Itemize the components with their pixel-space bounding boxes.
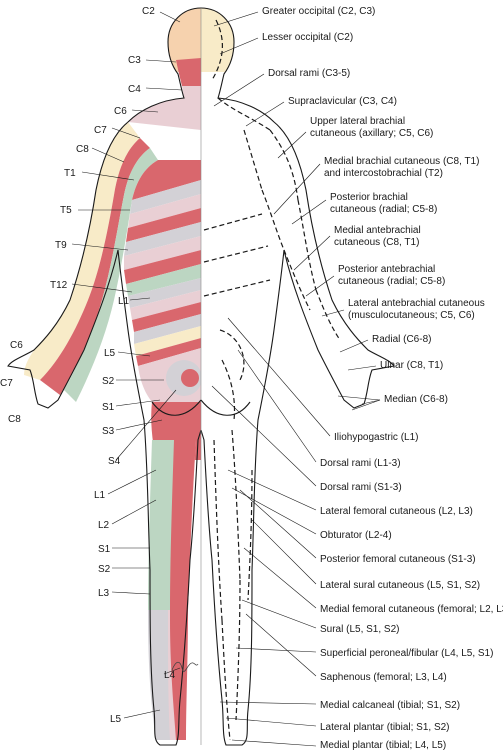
label-l1: L1 <box>118 296 130 307</box>
neck-dermatome-c4 <box>182 86 201 98</box>
label-posterior-antebrachial-2: cutaneous (radial; C5-8) <box>338 276 445 287</box>
trunk-band-t3 <box>128 194 201 228</box>
arm-band-c6 <box>24 122 140 380</box>
label-lateral-plantar: Lateral plantar (tibial; S1, S2) <box>320 722 450 733</box>
trunk-band-l1 <box>134 326 201 356</box>
label-l3: L3 <box>98 588 110 599</box>
label-c4: C4 <box>128 84 141 95</box>
trunk-band-t6 <box>124 236 201 270</box>
label-lateral-antebrachial-1: Lateral antebrachial cutaneous <box>348 298 485 309</box>
label-s3: S3 <box>102 426 115 437</box>
label-t9: T9 <box>55 240 67 251</box>
label-medial-antebrachial-2: cutaneous (C8, T1) <box>334 237 419 248</box>
arm-band-t1 <box>132 160 201 200</box>
label-medial-brachial-1: Medial brachial cutaneous (C8, T1) <box>324 156 479 167</box>
sacral-circle-s4 <box>181 369 199 387</box>
label-lesser-occipital: Lesser occipital (C2) <box>262 32 353 43</box>
label-radial: Radial (C6-8) <box>372 334 431 345</box>
trunk-band-t2 <box>130 180 201 214</box>
label-t1: T1 <box>64 168 76 179</box>
trunk-band-t12 <box>134 314 201 344</box>
trunk-band-t8 <box>126 264 201 296</box>
label-c2: C2 <box>142 6 155 17</box>
label-lateral-sural: Lateral sural cutaneous (L5, S1, S2) <box>320 580 480 591</box>
right-leader-lines <box>211 11 381 747</box>
trunk-band-t7 <box>124 250 201 284</box>
label-saphenous: Saphenous (femoral; L3, L4) <box>320 672 447 683</box>
label-lateral-femoral: Lateral femoral cutaneous (L2, L3) <box>320 506 473 517</box>
label-posterior-brachial-2: cutaneous (radial; C5-8) <box>330 204 437 215</box>
label-dorsal-rami-l: Dorsal rami (L1-3) <box>320 458 401 469</box>
label-iliohypogastric: Iliohypogastric (L1) <box>334 432 418 443</box>
trunk-band-c5 <box>128 98 201 130</box>
label-posterior-antebrachial-1: Posterior antebrachial <box>338 264 435 275</box>
label-medial-femoral: Medial femoral cutaneous (femoral; L2, L… <box>320 604 503 615</box>
head-right-shading <box>201 8 234 72</box>
leg-band-l5-s1 <box>170 440 196 740</box>
trunk-band-t4 <box>126 208 201 242</box>
label-medial-plantar: Medial plantar (tibial; L4, L5) <box>320 740 446 750</box>
label-l4: L4 <box>164 670 176 681</box>
label-supraclavicular: Supraclavicular (C3, C4) <box>288 96 397 107</box>
label-hand-c7: C7 <box>0 378 13 389</box>
label-greater-occipital: Greater occipital (C2, C3) <box>262 6 375 17</box>
label-l2: L2 <box>98 520 110 531</box>
label-l5: L5 <box>104 348 116 359</box>
label-s2-leg: S2 <box>98 564 111 575</box>
label-c8: C8 <box>76 144 89 155</box>
label-medial-calcaneal: Medial calcaneal (tibial; S1, S2) <box>320 700 460 711</box>
label-hand-c6: C6 <box>10 340 23 351</box>
leg-band-l2-l3 <box>148 440 174 610</box>
label-obturator: Obturator (L2-4) <box>320 530 392 541</box>
label-ulnar: Ulnar (C8, T1) <box>380 360 443 371</box>
label-posterior-femoral: Posterior femoral cutaneous (S1-3) <box>320 554 476 565</box>
label-s2: S2 <box>102 376 115 387</box>
label-median: Median (C6-8) <box>384 394 448 405</box>
label-superficial-peroneal: Superficial peroneal/fibular (L4, L5, S1… <box>320 648 493 659</box>
label-c3: C3 <box>128 55 141 66</box>
label-upper-lateral-brachial-1: Upper lateral brachial <box>310 116 405 127</box>
label-t12: T12 <box>50 280 68 291</box>
gluteal-curve-right <box>200 399 251 416</box>
label-c7: C7 <box>94 125 107 136</box>
left-leader-lines <box>71 11 183 719</box>
label-c6: C6 <box>114 106 127 117</box>
dermatome-bands <box>24 8 201 740</box>
label-s1: S1 <box>102 402 115 413</box>
body-outline <box>7 7 395 746</box>
gluteal-curve-left <box>151 399 202 416</box>
trunk-band-t11 <box>132 302 201 332</box>
neck-dermatome-c3 <box>176 58 201 86</box>
trunk-band-l2 <box>136 338 201 366</box>
label-medial-antebrachial-1: Medial antebrachial <box>334 225 421 236</box>
trunk-band-t10 <box>130 290 201 320</box>
trunk-band-t5 <box>124 222 201 256</box>
label-s4: S4 <box>108 456 121 467</box>
label-sural: Sural (L5, S1, S2) <box>320 624 399 635</box>
label-lateral-antebrachial-2: (musculocutaneous; C5, C6) <box>348 310 475 321</box>
label-l1-leg: L1 <box>94 490 106 501</box>
label-dorsal-rami-c: Dorsal rami (C3-5) <box>268 68 350 79</box>
label-dorsal-rami-s: Dorsal rami (S1-3) <box>320 482 402 493</box>
label-upper-lateral-brachial-2: cutaneous (axillary; C5, C6) <box>310 128 433 139</box>
label-s1-leg: S1 <box>98 544 111 555</box>
label-medial-brachial-2: and intercostobrachial (T2) <box>324 168 443 179</box>
label-hand-c8: C8 <box>8 414 21 425</box>
label-t5: T5 <box>60 205 72 216</box>
arm-band-c7 <box>40 138 150 395</box>
artist-signature <box>171 661 199 672</box>
head-dermatome-c2 <box>168 8 201 72</box>
trunk-band-t9 <box>128 278 201 308</box>
label-l5-foot: L5 <box>110 714 122 725</box>
label-posterior-brachial-1: Posterior brachial <box>330 192 408 203</box>
